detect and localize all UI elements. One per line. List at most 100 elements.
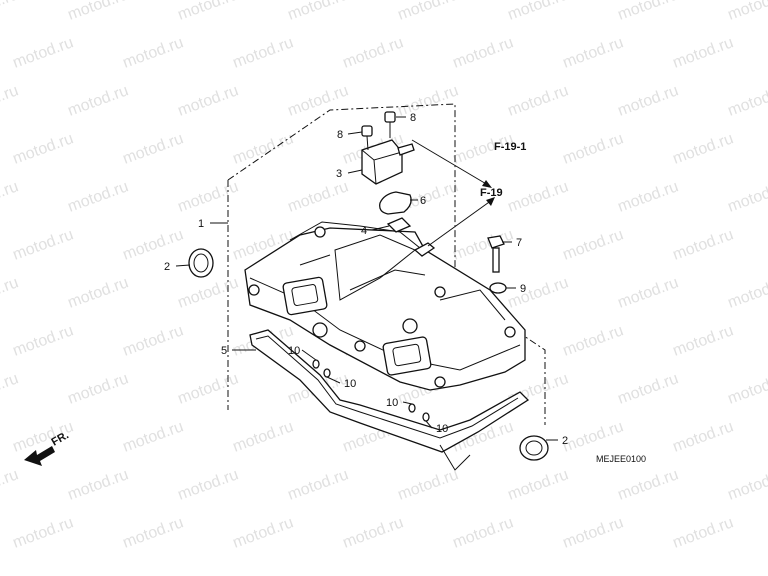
- watermark-text: motod.ru: [616, 466, 681, 504]
- watermark-text: motod.ru: [0, 370, 21, 408]
- watermark-text: motod.ru: [561, 34, 626, 72]
- dowel-10-d: [422, 412, 430, 422]
- grommet: [386, 217, 412, 233]
- watermark-text: motod.ru: [341, 34, 406, 72]
- watermark-text: motod.ru: [396, 466, 461, 504]
- callout-10-d: 10: [436, 423, 448, 435]
- watermark-text: motod.ru: [726, 178, 768, 216]
- cylinder-head-cover: [244, 221, 526, 391]
- bolt-7: [487, 235, 505, 273]
- watermark-text: motod.ru: [0, 82, 21, 120]
- watermark-text: motod.ru: [231, 418, 296, 456]
- watermark-text: motod.ru: [506, 82, 571, 120]
- watermark-text: motod.ru: [671, 34, 736, 72]
- callout-2-right: 2: [562, 435, 568, 447]
- watermark-text: motod.ru: [66, 0, 131, 24]
- head-cover-gasket: [249, 329, 530, 471]
- watermark-text: motod.ru: [0, 466, 21, 504]
- front-arrow-icon: [24, 446, 55, 466]
- watermark-text: motod.ru: [176, 274, 241, 312]
- watermark-text: motod.ru: [506, 178, 571, 216]
- watermark-text: motod.ru: [726, 274, 768, 312]
- watermark-text: motod.ru: [506, 0, 571, 24]
- bolt-8-side: [361, 125, 373, 151]
- watermark-text: motod.ru: [121, 130, 186, 168]
- callout-10-b: 10: [344, 378, 356, 390]
- watermark-text: motod.ru: [121, 226, 186, 264]
- watermark-text: motod.ru: [451, 226, 516, 264]
- separator-gasket: [379, 191, 412, 215]
- watermark-text: motod.ru: [561, 514, 626, 552]
- watermark-text: motod.ru: [286, 178, 351, 216]
- watermark-text: motod.ru: [231, 130, 296, 168]
- watermark-text: motod.ru: [11, 322, 76, 360]
- watermark-text: motod.ru: [286, 82, 351, 120]
- watermark-text: motod.ru: [286, 466, 351, 504]
- dowel-10-b: [323, 368, 331, 378]
- callout-8-top: 8: [410, 112, 416, 124]
- watermark-text: motod.ru: [11, 514, 76, 552]
- watermark-text: motod.ru: [66, 82, 131, 120]
- watermark-text: motod.ru: [726, 82, 768, 120]
- watermark-text: motod.ru: [66, 178, 131, 216]
- bolt-8-top: [384, 111, 396, 138]
- watermark-text: motod.ru: [231, 34, 296, 72]
- watermark-text: motod.ru: [176, 82, 241, 120]
- watermark-text: motod.ru: [121, 514, 186, 552]
- watermark-text: motod.ru: [11, 34, 76, 72]
- washer-9: [489, 282, 507, 294]
- watermark-text: motod.ru: [561, 322, 626, 360]
- callout-1: 1: [198, 218, 204, 230]
- watermark-text: motod.ru: [616, 0, 681, 24]
- watermark-text: motod.ru: [506, 466, 571, 504]
- ref-f19-1: F-19-1: [494, 141, 526, 153]
- callout-10-a: 10: [288, 345, 300, 357]
- watermark-text: motod.ru: [176, 466, 241, 504]
- callout-9: 9: [520, 283, 526, 295]
- watermark-text: motod.ru: [0, 178, 21, 216]
- ref-f19: F-19: [480, 187, 503, 199]
- watermark-text: motod.ru: [0, 274, 21, 312]
- callout-10-c: 10: [386, 397, 398, 409]
- watermark-text: motod.ru: [121, 322, 186, 360]
- watermark-text: motod.ru: [451, 514, 516, 552]
- watermark-text: motod.ru: [66, 370, 131, 408]
- callout-3: 3: [336, 168, 342, 180]
- watermark-text: motod.ru: [121, 34, 186, 72]
- watermark-text: motod.ru: [671, 226, 736, 264]
- callout-4: 4: [361, 225, 367, 237]
- assembly-boundary: [227, 103, 546, 425]
- watermark-text: motod.ru: [561, 130, 626, 168]
- watermark-text: motod.ru: [396, 82, 461, 120]
- breather-separator: [361, 139, 415, 185]
- watermark-text: motod.ru: [726, 466, 768, 504]
- watermark-text: motod.ru: [66, 274, 131, 312]
- watermark-text: motod.ru: [121, 418, 186, 456]
- watermark-text: motod.ru: [176, 370, 241, 408]
- cap-2-left: [188, 248, 214, 278]
- callout-5: 5: [221, 345, 227, 357]
- callout-2-left: 2: [164, 261, 170, 273]
- watermark-text: motod.ru: [11, 130, 76, 168]
- watermark-text: motod.ru: [176, 0, 241, 24]
- watermark-text: motod.ru: [231, 514, 296, 552]
- watermark-text: motod.ru: [0, 0, 21, 24]
- dowel-10-a: [312, 359, 320, 369]
- watermark-text: motod.ru: [286, 0, 351, 24]
- watermark-text: motod.ru: [341, 514, 406, 552]
- watermark-text: motod.ru: [671, 418, 736, 456]
- callout-7: 7: [516, 237, 522, 249]
- watermark-text: motod.ru: [176, 178, 241, 216]
- watermark-text: motod.ru: [506, 274, 571, 312]
- diagram-code: MEJEE0100: [596, 454, 646, 464]
- watermark-text: motod.ru: [726, 0, 768, 24]
- watermark-text: motod.ru: [451, 34, 516, 72]
- watermark-text: motod.ru: [561, 418, 626, 456]
- dowel-10-c: [408, 403, 416, 413]
- callout-8-side: 8: [337, 129, 343, 141]
- watermark-text: motod.ru: [616, 82, 681, 120]
- watermark-text: motod.ru: [616, 370, 681, 408]
- watermark-text: motod.ru: [66, 466, 131, 504]
